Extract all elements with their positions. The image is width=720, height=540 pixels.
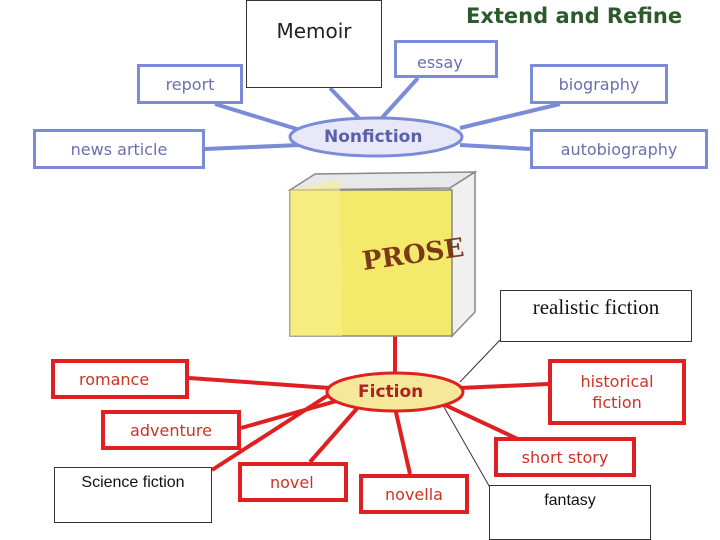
- nonfiction-hub-label: Nonfiction: [324, 127, 423, 147]
- historical-fiction-box: historical fiction: [548, 359, 686, 425]
- short-story-box: short story: [494, 437, 636, 477]
- essay-box: essay: [394, 40, 498, 78]
- nonfiction-hub-shape: [288, 116, 464, 158]
- historical-fiction-label: historical fiction: [580, 372, 654, 412]
- fiction-hub-label: Fiction: [358, 382, 424, 402]
- news-article-box: news article: [33, 129, 205, 169]
- novella-box: novella: [359, 474, 469, 514]
- nonfiction-connectors: [204, 76, 561, 151]
- biography-box: biography: [530, 64, 668, 104]
- fiction-hub-shape: [325, 371, 465, 413]
- fiction-connectors: [188, 330, 549, 475]
- fantasy-box: fantasy: [489, 485, 651, 540]
- realistic-fiction-box: realistic fiction: [500, 290, 692, 342]
- novel-box: novel: [238, 462, 348, 502]
- science-fiction-box: Science fiction: [54, 467, 212, 523]
- autobiography-box: autobiography: [530, 129, 708, 169]
- report-box: report: [137, 64, 243, 104]
- adventure-box: adventure: [101, 410, 241, 450]
- romance-box: romance: [51, 359, 189, 399]
- memoir-box: Memoir: [246, 0, 382, 88]
- page-title: Extend and Refine: [466, 4, 683, 28]
- prose-book: [287, 170, 478, 338]
